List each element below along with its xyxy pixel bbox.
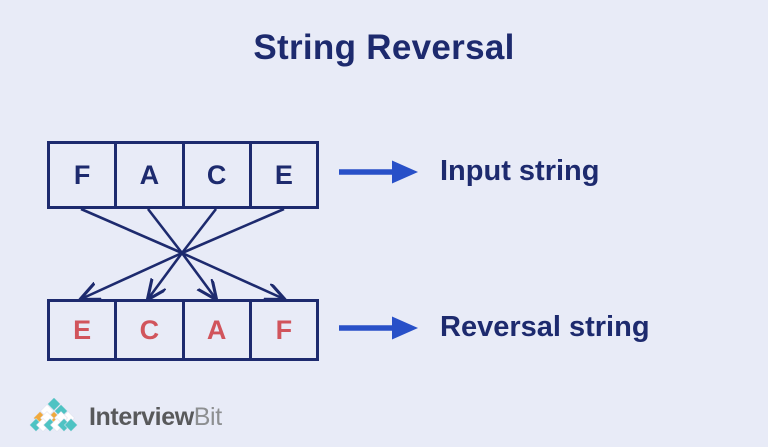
mapping-arrow-0-out <box>181 251 284 299</box>
mapping-arrow-2-in <box>180 208 218 254</box>
output-cell-3: F <box>275 314 293 345</box>
logo-text-primary: Interview <box>89 402 194 431</box>
input-string-callout: Input string <box>337 155 599 188</box>
mapping-arrow-1-out <box>180 252 216 299</box>
logo-text-secondary: Bit <box>193 402 222 431</box>
mapping-arrow-2-out <box>148 252 184 299</box>
output-cell-0: E <box>50 302 118 358</box>
interviewbit-diamond-logo-icon <box>29 398 78 432</box>
output-cell-2: A <box>185 302 252 358</box>
input-cell-0: F <box>50 144 118 206</box>
input-string-row: F A C E <box>47 141 319 209</box>
right-arrow-icon <box>339 316 418 339</box>
logo-wordmark: InterviewBit <box>89 403 222 432</box>
interviewbit-logo: InterviewBit <box>28 398 222 436</box>
output-cell-1: C <box>117 302 185 358</box>
mapping-arrows-group <box>40 207 340 310</box>
right-arrow-icon <box>339 160 418 183</box>
reversal-string-row: E C A F <box>47 299 319 361</box>
mapping-arrow-3-in <box>181 207 285 255</box>
input-cell-1: A <box>117 144 185 206</box>
reversal-string-label: Reversal string <box>440 311 650 343</box>
input-cell-3: E <box>274 159 293 190</box>
input-cell-2: C <box>185 144 252 206</box>
page-title: String Reversal <box>253 28 515 67</box>
input-string-label: Input string <box>440 155 600 187</box>
mapping-arrow-0-in <box>80 207 183 255</box>
mapping-arrow-3-out <box>81 251 183 299</box>
reversal-string-callout: Reversal string <box>337 311 650 344</box>
mapping-arrow-1-in <box>146 208 184 254</box>
